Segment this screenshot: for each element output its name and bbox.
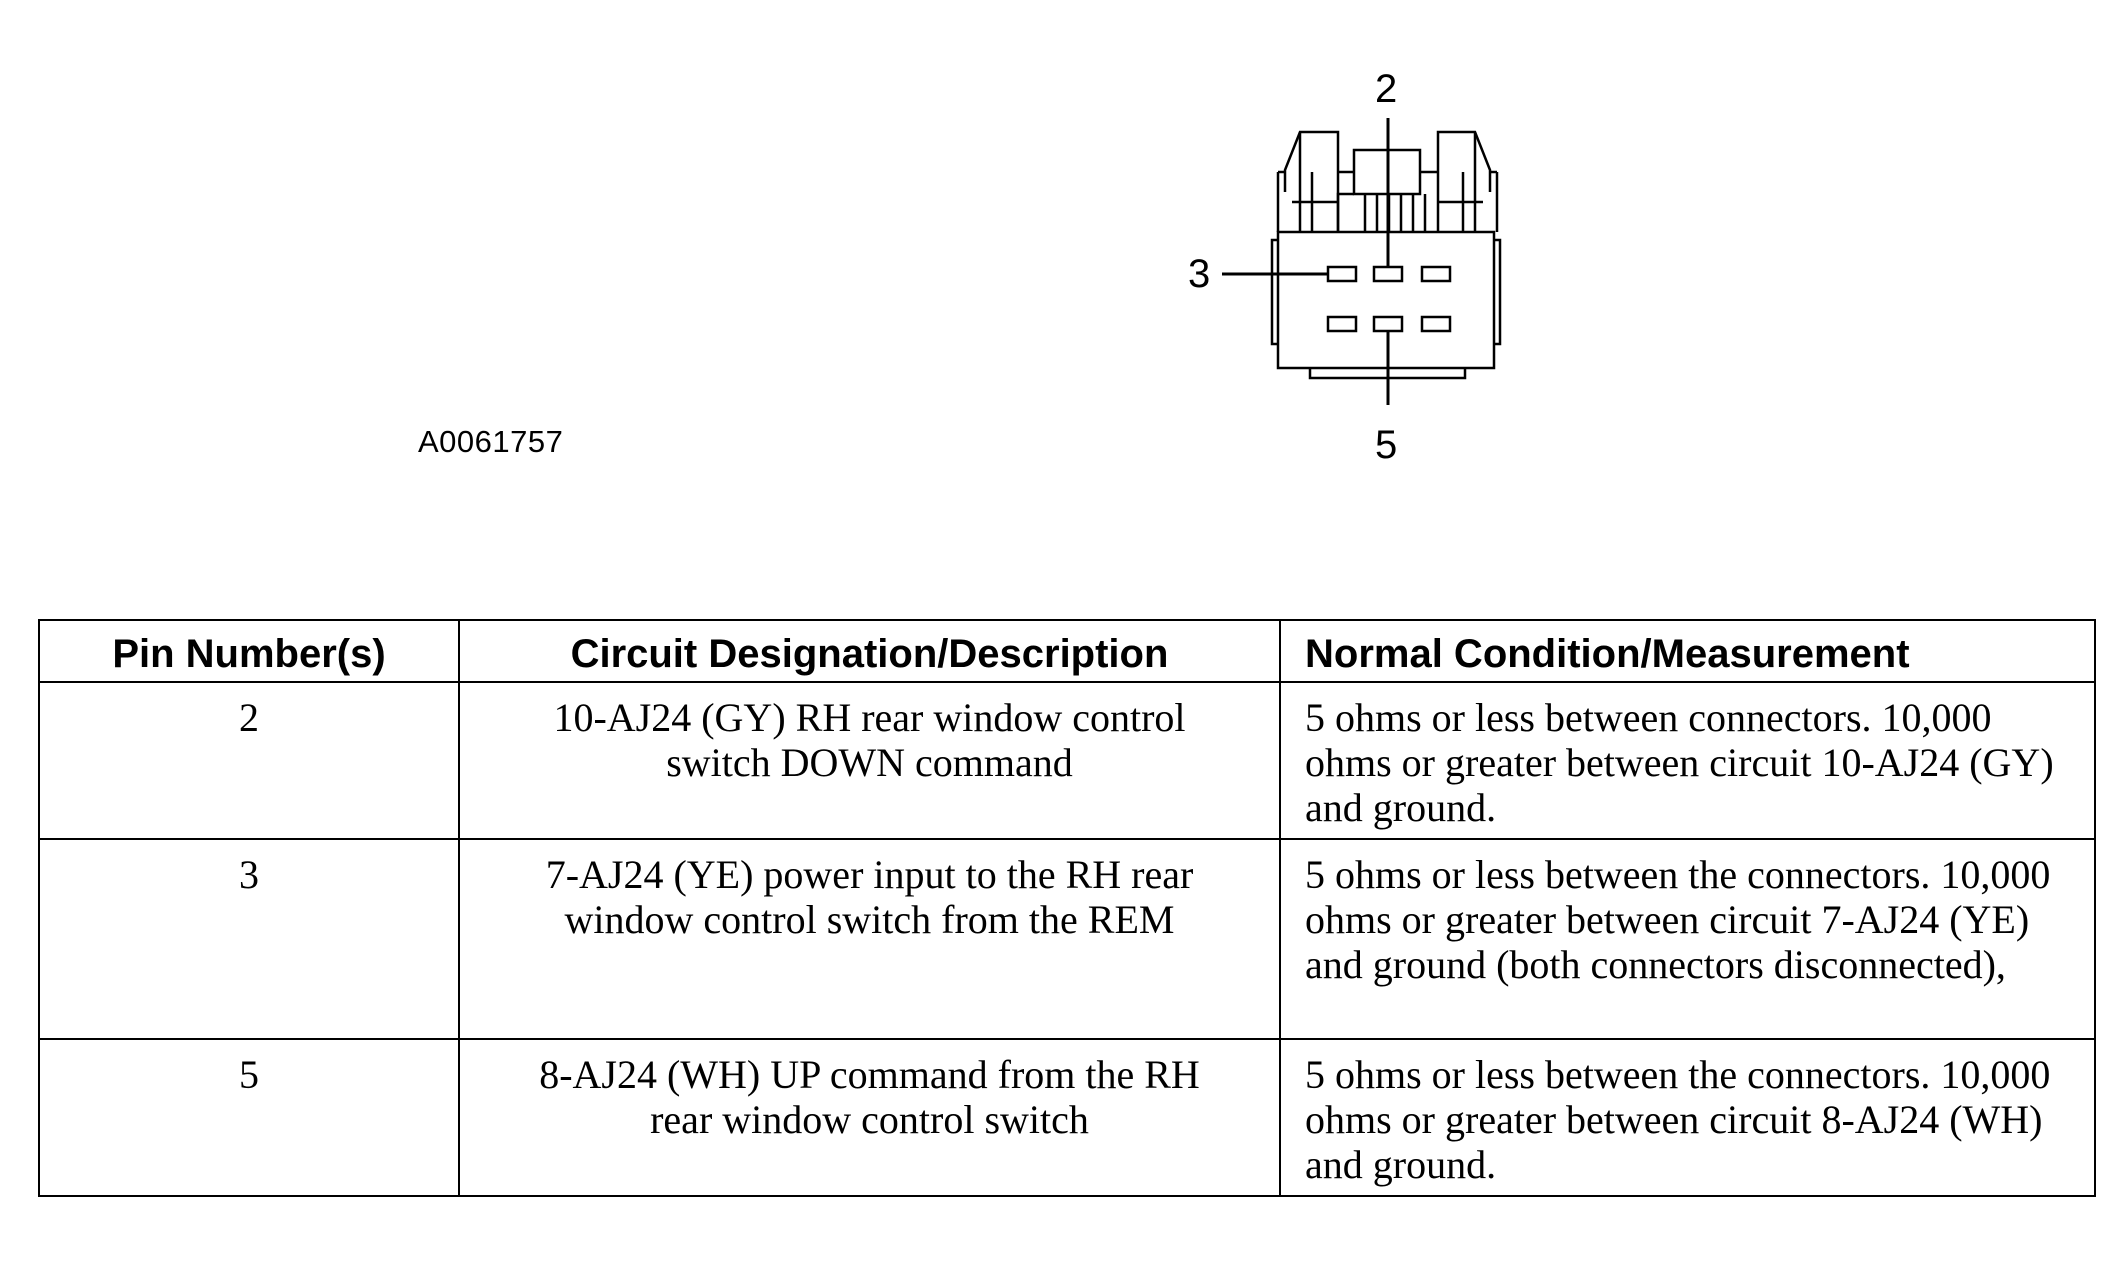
circuit-description-cell: 10-AJ24 (GY) RH rear window control swit… bbox=[458, 681, 1281, 840]
callout-top-label: 2 bbox=[1375, 67, 1397, 111]
table-row: 5 8-AJ24 (WH) UP command from the RH rea… bbox=[38, 1038, 2096, 1197]
table-header-row: Pin Number(s) Circuit Designation/Descri… bbox=[38, 619, 2096, 683]
figure-id-label: A0061757 bbox=[418, 424, 564, 459]
pin-cavity-6 bbox=[1326, 315, 1358, 333]
pin-cavity-5 bbox=[1372, 315, 1404, 333]
callout-bottom-label: 5 bbox=[1375, 423, 1397, 467]
callout-left-label: 3 bbox=[1188, 252, 1210, 296]
circuit-description-cell: 8-AJ24 (WH) UP command from the RH rear … bbox=[458, 1038, 1281, 1197]
pin-number-cell: 3 bbox=[38, 838, 460, 1040]
leader-lines bbox=[1222, 118, 1390, 405]
measurement-cell: 5 ohms or less between connectors. 10,00… bbox=[1279, 681, 2096, 840]
header-circuit-description: Circuit Designation/Description bbox=[458, 619, 1281, 683]
pin-cavity-4 bbox=[1420, 315, 1452, 333]
header-normal-condition: Normal Condition/Measurement bbox=[1279, 619, 2096, 683]
pin-table: Pin Number(s) Circuit Designation/Descri… bbox=[38, 619, 2096, 1197]
pin-cavity-3 bbox=[1326, 265, 1358, 283]
connector-drawing: 2 3 5 bbox=[1188, 67, 1502, 467]
circuit-description-cell: 7-AJ24 (YE) power input to the RH rear w… bbox=[458, 838, 1281, 1040]
header-pin-number: Pin Number(s) bbox=[38, 619, 460, 683]
pin-cavity-2 bbox=[1372, 265, 1404, 283]
connector-diagram: 2 3 5 bbox=[1160, 60, 1600, 480]
table-row: 3 7-AJ24 (YE) power input to the RH rear… bbox=[38, 838, 2096, 1040]
pin-number-cell: 2 bbox=[38, 681, 460, 840]
table-row: 2 10-AJ24 (GY) RH rear window control sw… bbox=[38, 681, 2096, 840]
connector-body bbox=[1270, 230, 1502, 380]
pin-cavity-1 bbox=[1420, 265, 1452, 283]
measurement-cell: 5 ohms or less between the connectors. 1… bbox=[1279, 838, 2096, 1040]
measurement-cell: 5 ohms or less between the connectors. 1… bbox=[1279, 1038, 2096, 1197]
pin-cavities bbox=[1326, 265, 1452, 333]
pin-number-cell: 5 bbox=[38, 1038, 460, 1197]
